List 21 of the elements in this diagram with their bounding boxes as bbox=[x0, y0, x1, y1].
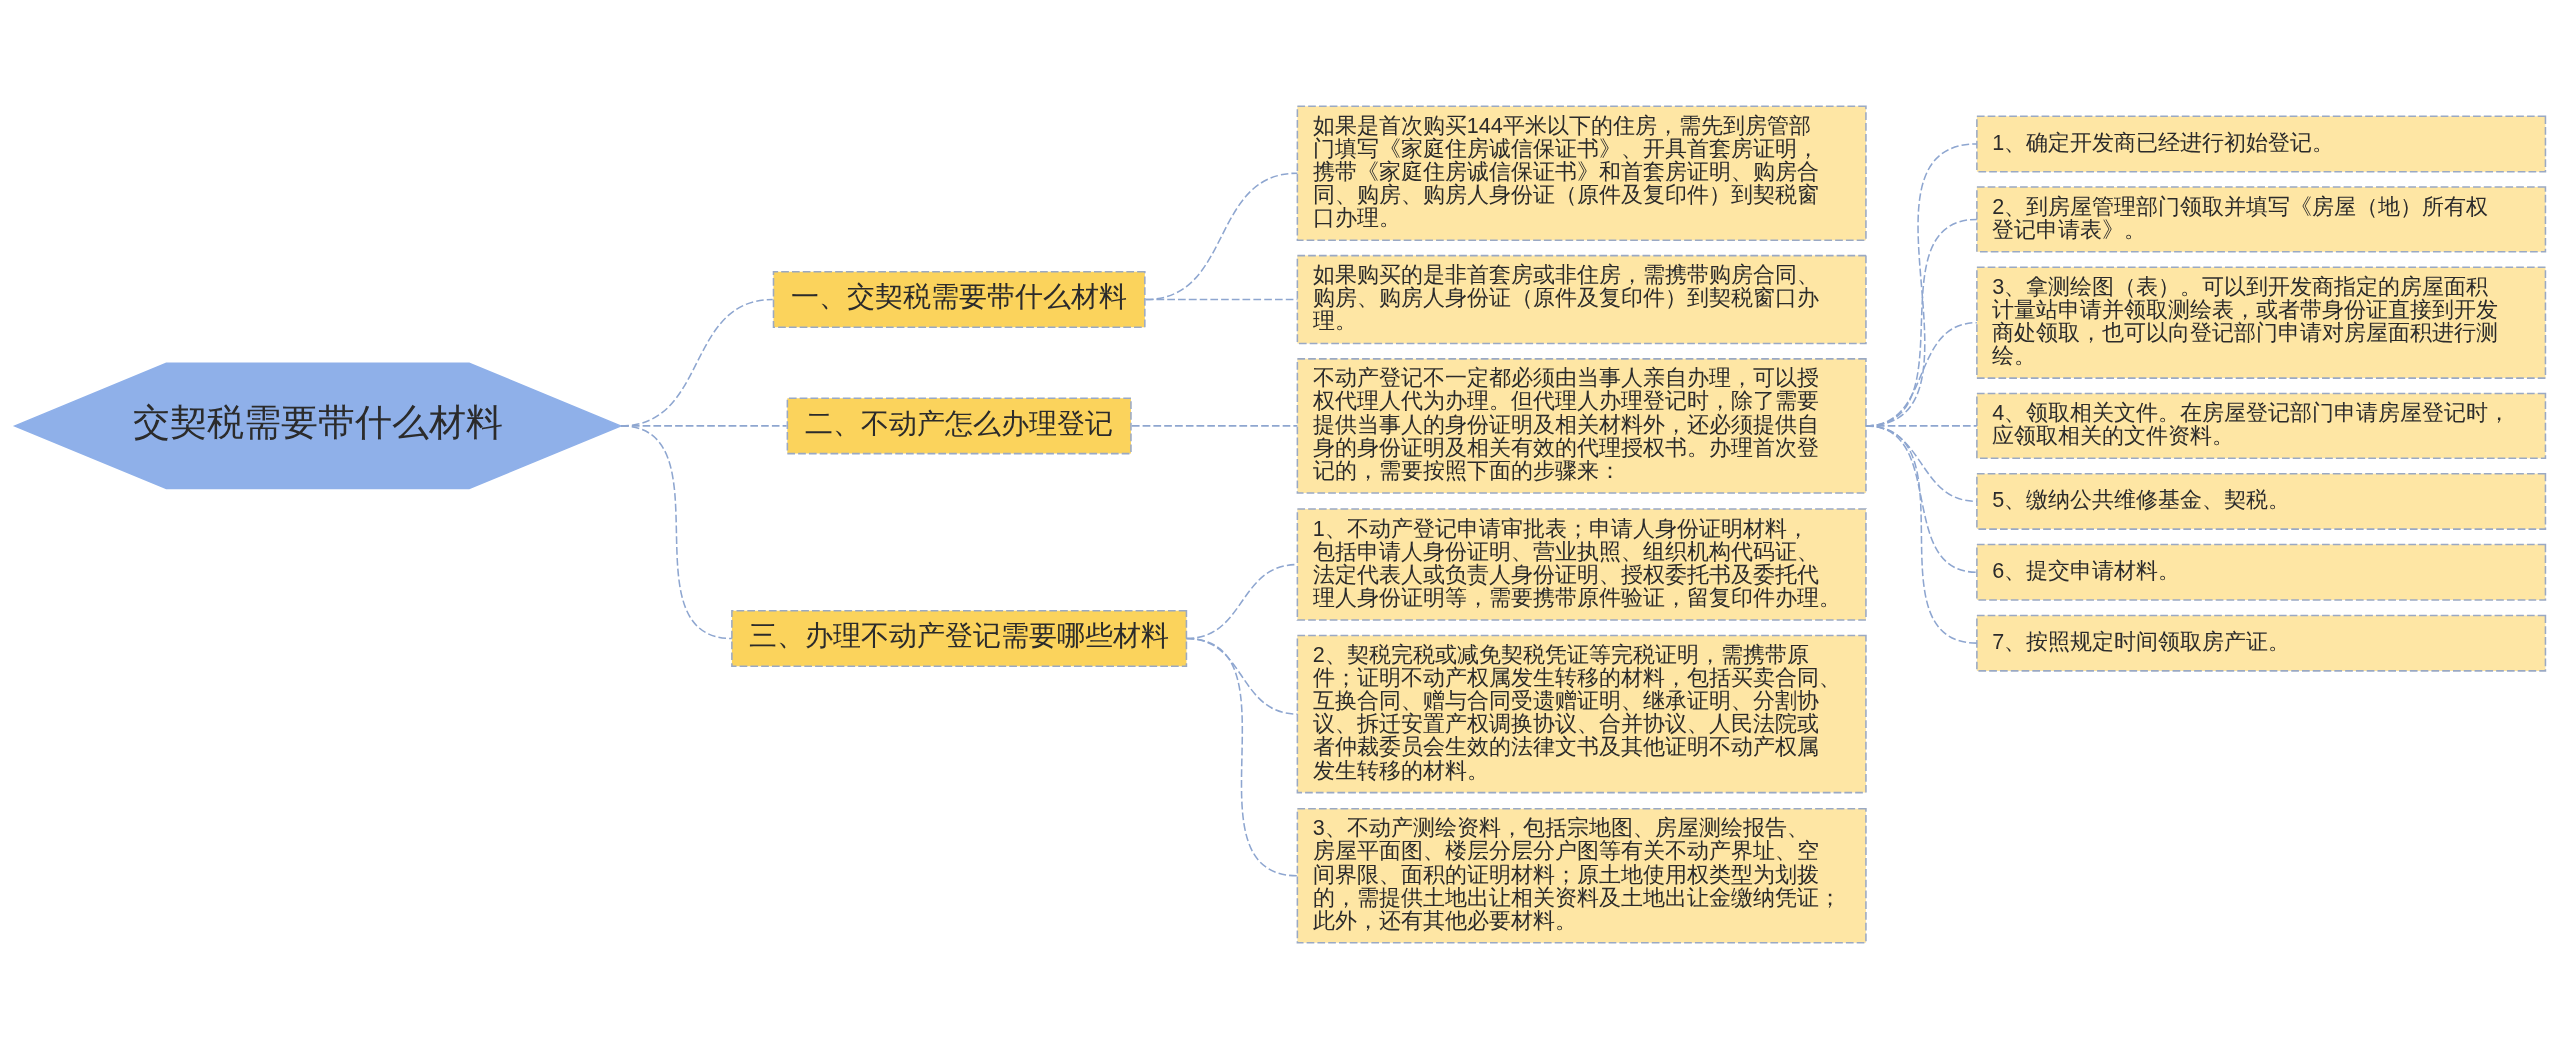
connector bbox=[1144, 171, 1299, 300]
node-box: 二、不动产怎么办理登记 bbox=[786, 396, 1132, 454]
node-box: 2、契税完税或减免契税凭证等完税证明，需携带原件；证明不动产权属发生转移的材料，包括买卖合同、互换合同、赠与合同受遗赠证明、继承证明、分割协议、拆迁安置产权调换协议、合并协议、人民法院或者仲裁委员会生效的法律文书及其他证明不动产权属发生转移的材料。 bbox=[1296, 634, 1867, 793]
connector bbox=[1130, 424, 1299, 427]
node-box: 5、缴纳公共维修基金、契税。 bbox=[1976, 472, 2547, 530]
node-box: 1、不动产登记申请审批表；申请人身份证明材料，包括申请人身份证明、营业执照、组织机构代码证、法定代表人或负责人身份证明、授权委托书及委托代理人身份证明等，需要携带原件验证，留复印件办理。 bbox=[1296, 507, 1867, 621]
node-box: 如果是首次购买144平米以下的住房，需先到房管部门填写《家庭住房诚信保证书》、开具首套房证明，携带《家庭住房诚信保证书》和首套房证明、购房合同、购房、购房人身份证（原件及复印件）到契税窗口办理。 bbox=[1296, 104, 1867, 241]
node-box: 4、领取相关文件。在房屋登记部门申请房屋登记时，应领取相关的文件资料。 bbox=[1976, 392, 2547, 459]
node-box: 不动产登记不一定都必须由当事人亲自办理，可以授权代理人代为办理。但代理人办理登记时，除了需要提供当事人的身份证明及相关材料外，还必须提供自身的身份证明及相关有效的代理授权书。办理首次登记的，需要按照下面的步骤来： bbox=[1296, 357, 1867, 494]
node-box: 3、拿测绘图（表）。可以到开发商指定的房屋面积计量站申请并领取测绘表，或者带身份证直接到开发商处领取，也可以向登记部门申请对房屋面积进行测绘。 bbox=[1976, 265, 2547, 379]
node-box: 三、办理不动产登记需要哪些材料 bbox=[731, 609, 1188, 667]
node-box: 如果购买的是非首套房或非住房，需携带购房合同、购房、购房人身份证（原件及复印件）到契税窗口办理。 bbox=[1296, 254, 1867, 344]
connector bbox=[1185, 637, 1299, 877]
connector bbox=[1865, 424, 1978, 644]
node-box: 7、按照规定时间领取房产证。 bbox=[1976, 614, 2547, 672]
node-box: 3、不动产测绘资料，包括宗地图、房屋测绘报告、房屋平面图、楼层分层分户图等有关不动产界址、空间界限、面积的证明材料；原土地使用权类型为划拨的，需提供土地出让相关资料及土地出让金缴纳凭证；此外，还有其他必要材料。 bbox=[1296, 807, 1867, 944]
node-box: 1、确定开发商已经进行初始登记。 bbox=[1976, 114, 2547, 172]
connector bbox=[620, 424, 733, 639]
node-box: 2、到房屋管理部门领取并填写《房屋（地）所有权登记申请表》。 bbox=[1976, 185, 2547, 253]
node-box: 6、提交申请材料。 bbox=[1976, 543, 2547, 601]
node-box: 一、交契税需要带什么材料 bbox=[772, 270, 1146, 328]
